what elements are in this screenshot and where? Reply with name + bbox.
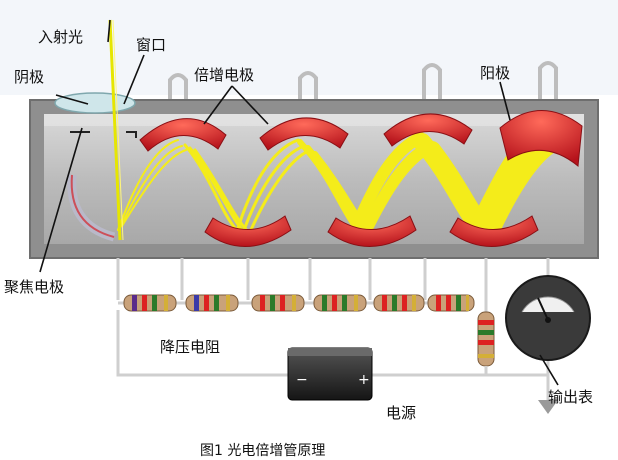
window-glass — [54, 92, 136, 114]
resistor-1 — [123, 294, 177, 312]
label-focus-electrode: 聚焦电极 — [4, 278, 65, 296]
resistor-5 — [373, 294, 425, 312]
label-incident-light: 入射光 — [38, 28, 84, 46]
cathode-bracket — [70, 131, 137, 138]
label-dynode: 倍增电极 — [194, 66, 255, 84]
svg-text:−: − — [296, 372, 308, 388]
label-anode: 阳极 — [480, 64, 511, 82]
resistor-3 — [251, 294, 305, 312]
resistor-6 — [427, 294, 475, 312]
resistor-2 — [185, 294, 239, 312]
label-divider-resistors: 降压电阻 — [160, 338, 221, 356]
resistor-load — [477, 311, 495, 367]
svg-text:+: + — [358, 372, 370, 388]
figure-caption: 图1 光电倍增管原理 — [200, 443, 326, 459]
resistor-4 — [313, 294, 367, 312]
label-window: 窗口 — [136, 36, 167, 54]
anode-electrode — [499, 110, 583, 167]
electron-paths — [117, 123, 557, 241]
label-cathode: 阴极 — [14, 68, 45, 86]
dynode-top-leads — [168, 61, 558, 115]
divider-resistors — [123, 294, 495, 367]
output-arrow-icon — [538, 400, 558, 414]
dynode-3 — [259, 117, 349, 151]
dynode-4 — [327, 215, 417, 247]
incident-light-beam — [108, 19, 122, 241]
dynode-1 — [139, 118, 227, 152]
bottom-leads — [116, 258, 550, 315]
label-meter: 输出表 — [548, 388, 594, 406]
output-meter — [505, 275, 591, 361]
circuit-wires — [116, 310, 550, 400]
dynode-2 — [204, 215, 292, 247]
dynode-5 — [383, 113, 473, 147]
power-supply: − + — [287, 347, 373, 401]
label-pointers — [39, 19, 559, 386]
dynodes — [139, 110, 583, 247]
background-top — [0, 0, 618, 95]
dynode-6 — [449, 215, 539, 247]
label-power-supply: 电源 — [386, 404, 417, 422]
